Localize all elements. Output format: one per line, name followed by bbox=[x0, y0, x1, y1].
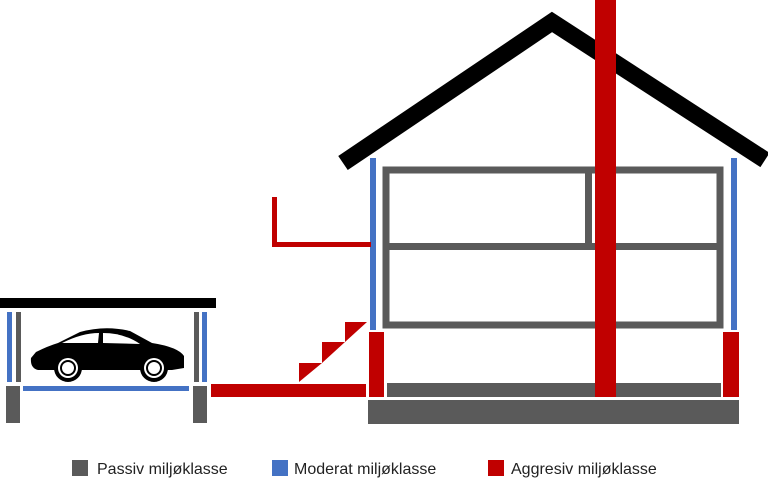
house-left-wall-cladding bbox=[370, 158, 376, 330]
carport-roof bbox=[0, 298, 216, 308]
house-right-wall-cladding bbox=[731, 158, 737, 330]
house-roof bbox=[338, 11, 768, 171]
carport-left-footing bbox=[6, 386, 20, 423]
car-icon bbox=[30, 328, 185, 382]
carport-right-footing bbox=[193, 386, 207, 423]
legend-swatch-passive bbox=[72, 460, 88, 476]
ground-path bbox=[211, 384, 366, 397]
carport-left-post bbox=[16, 312, 21, 382]
chimney bbox=[595, 0, 616, 397]
legend-swatch-aggressive bbox=[488, 460, 504, 476]
carport-right-post bbox=[194, 312, 199, 382]
house-foundation bbox=[368, 400, 739, 424]
legend-label-passive: Passiv miljøklasse bbox=[97, 461, 228, 478]
carport-right-post-cladding bbox=[202, 312, 207, 382]
stair-step-1 bbox=[299, 363, 322, 382]
carport-floor bbox=[23, 386, 189, 391]
pipe-vertical bbox=[272, 197, 277, 247]
house-floor-slab bbox=[387, 383, 721, 397]
stair-step-3 bbox=[345, 322, 367, 342]
legend-swatch-moderate bbox=[272, 460, 288, 476]
house-left-foundation-wall bbox=[369, 332, 384, 397]
legend-label-aggressive: Aggresiv miljøklasse bbox=[511, 461, 657, 478]
pipe-horizontal bbox=[272, 242, 371, 247]
stair-step-2 bbox=[322, 342, 345, 363]
house-right-foundation-wall bbox=[723, 332, 739, 397]
carport-left-post-cladding bbox=[7, 312, 12, 382]
house-room-divider bbox=[585, 170, 592, 248]
legend-label-moderate: Moderat miljøklasse bbox=[294, 461, 436, 478]
house-floor-divider bbox=[386, 243, 720, 250]
legend: Passiv miljøklasse Moderat miljøklasse A… bbox=[72, 460, 657, 478]
